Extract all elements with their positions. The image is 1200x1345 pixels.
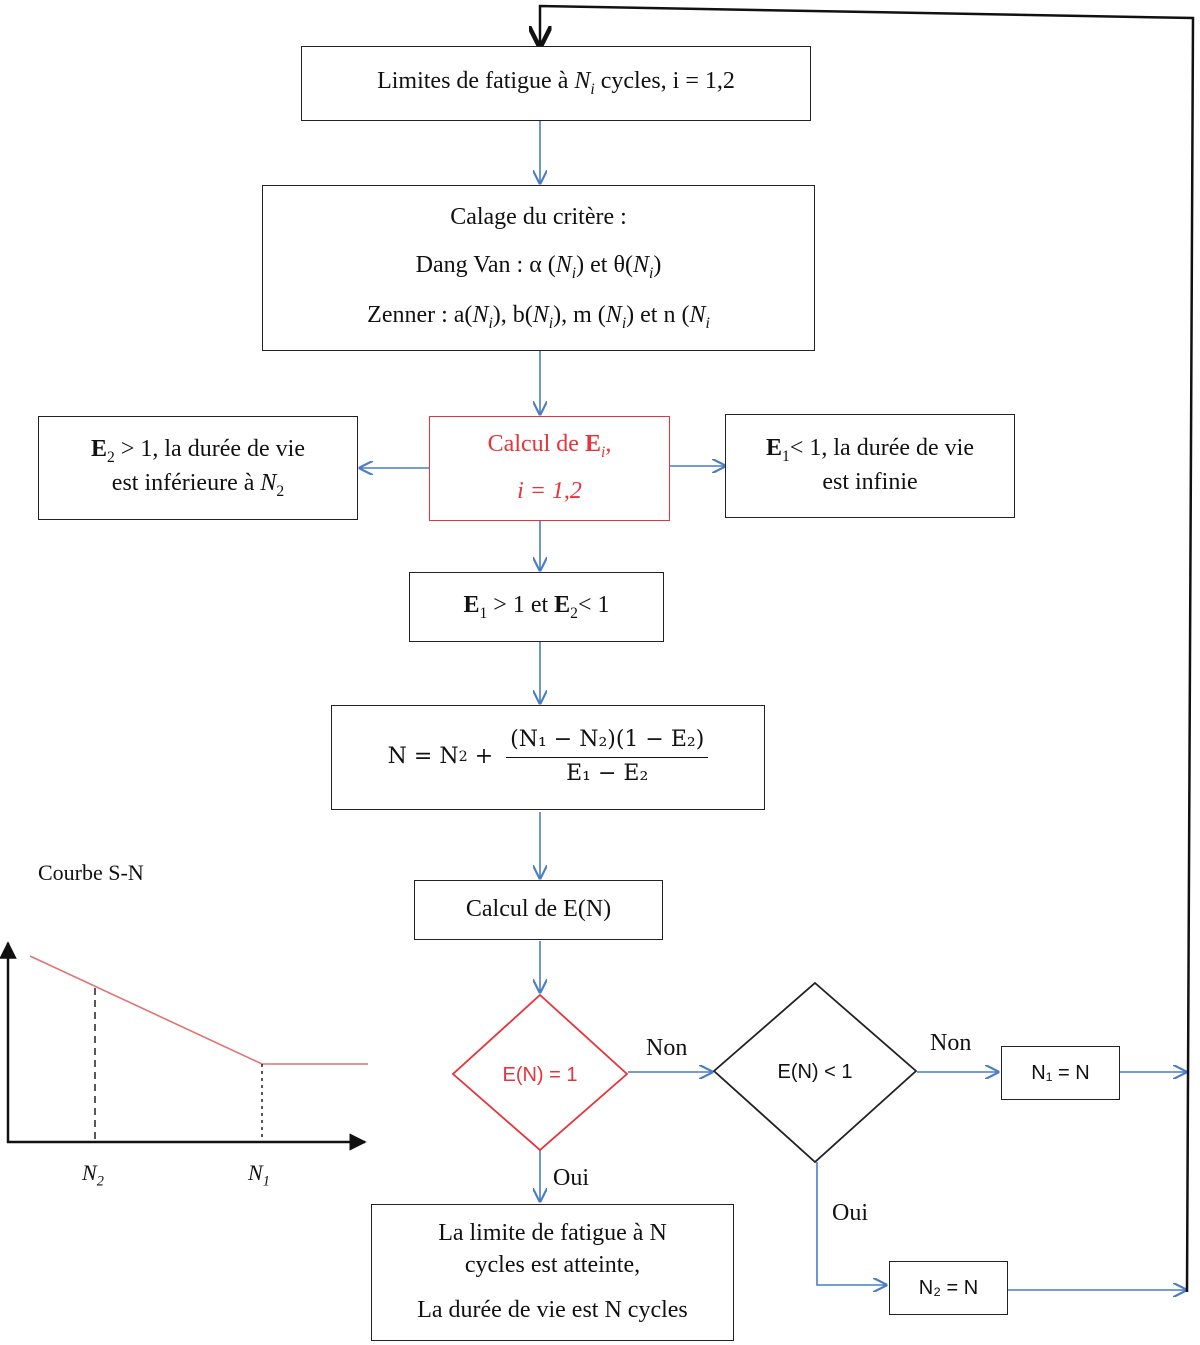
result-line-1: La limite de fatigue à N (438, 1220, 667, 1247)
dang-van-line: Dang Van : α (Ni) et θ(Ni) (415, 251, 662, 282)
label-non-2: Non (930, 1030, 972, 1056)
result-line-2: cycles est atteinte, (464, 1251, 641, 1278)
decision-diamond-1 (451, 993, 629, 1152)
set-n1-box: N₁ = N (1001, 1046, 1120, 1100)
decision-1-label: E(N) = 1 (502, 1063, 578, 1086)
sn-n1-label: N1 (248, 1160, 270, 1190)
infinite-life-line1: E1< 1, la durée de vie (766, 435, 974, 466)
infinite-life-box: E1< 1, la durée de vie est infinie (725, 414, 1015, 518)
decision-2-label: E(N) < 1 (777, 1060, 853, 1083)
infinite-life-line2: est infinie (822, 469, 918, 496)
sn-curve-chart (0, 941, 368, 1151)
formula-fraction: (N₁ − N₂)(1 − E₂) E₁ − E₂ (506, 726, 709, 788)
life-below-n2-box: E2 > 1, la durée de vie est inférieure à… (38, 416, 358, 520)
set-n2-box: N₂ = N (889, 1261, 1008, 1315)
calibration-title: Calage du critère : (450, 204, 627, 231)
sn-curve-title: Courbe S-N (38, 860, 144, 885)
result-line-3: La durée de vie est N cycles (417, 1297, 688, 1324)
sn-n2-label: N2 (82, 1160, 104, 1190)
label-oui-1: Oui (553, 1165, 589, 1191)
result-box: La limite de fatigue à N cycles est atte… (371, 1204, 734, 1341)
life-below-n2-line2: est inférieure à N2 (111, 470, 285, 500)
label-non-1: Non (646, 1035, 688, 1061)
result-text-upper: La limite de fatigue à N cycles est atte… (438, 1218, 667, 1280)
compute-en-text: Calcul de E(N) (465, 896, 612, 923)
sn-curve-line (29, 955, 368, 1065)
criterion-calibration-box: Calage du critère : Dang Van : α (Ni) et… (262, 185, 815, 351)
compute-ei-box: Calcul de Ei, i = 1,2 (429, 416, 670, 521)
formula-numerator: (N₁ − N₂)(1 − E₂) (506, 726, 709, 758)
compute-ei-title: Calcul de Ei, (487, 431, 612, 462)
arrow-oui-2 (816, 1162, 886, 1285)
condition-text: E1 > 1 et E2< 1 (463, 591, 610, 622)
label-oui-2: Oui (832, 1200, 868, 1226)
life-below-n2-line1: E2 > 1, la durée de vie (91, 435, 305, 466)
fatigue-limits-box: Limites de fatigue à Ni cycles, i = 1,2 (301, 46, 811, 121)
zenner-line: Zenner : a(Ni), b(Ni), m (Ni) et n (Ni (367, 301, 710, 332)
condition-box: E1 > 1 et E2< 1 (409, 572, 664, 642)
compute-en-box: Calcul de E(N) (414, 880, 663, 940)
formula-denominator: E₁ − E₂ (566, 761, 649, 786)
fatigue-limits-text: Limites de fatigue à Ni cycles, i = 1,2 (377, 68, 735, 99)
decision-diamond-2 (712, 981, 918, 1164)
compute-ei-index: i = 1,2 (517, 478, 582, 505)
loop-back-line (540, 4, 1195, 1293)
set-n2-text: N₂ = N (918, 1277, 979, 1299)
set-n1-text: N₁ = N (1031, 1062, 1090, 1084)
